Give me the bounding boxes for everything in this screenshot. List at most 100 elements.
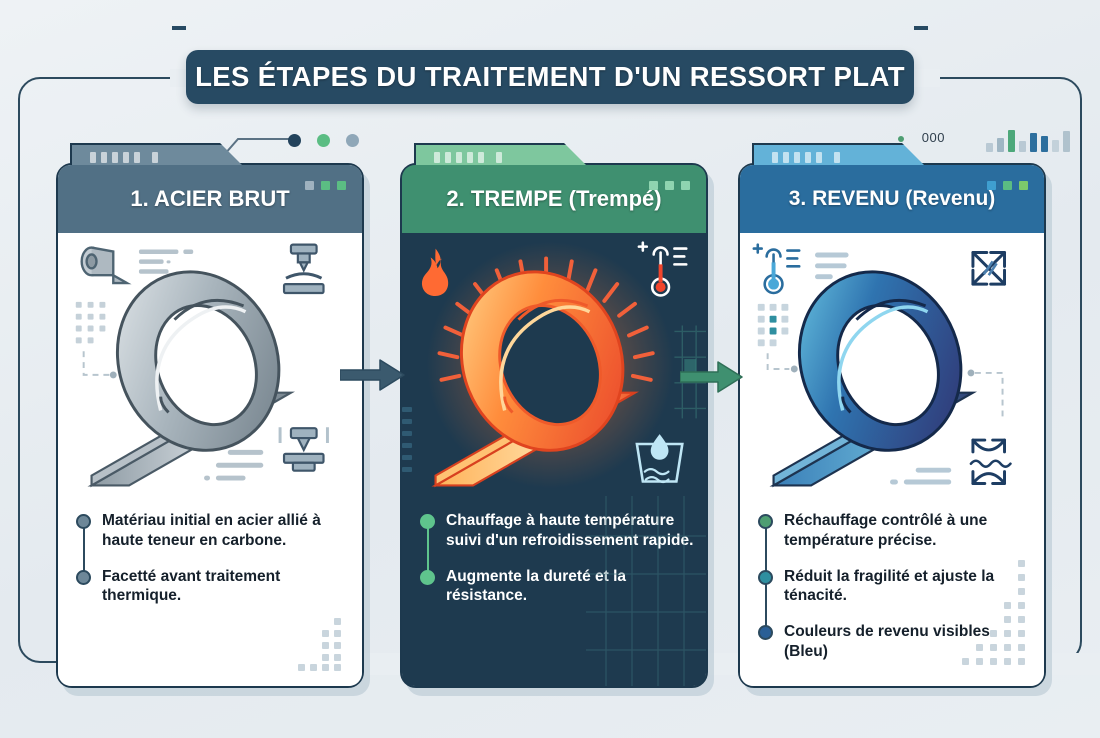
step-card-trempe[interactable]: 2. TREMPE (Trempé) — [400, 143, 708, 688]
header-status-square — [681, 181, 690, 190]
bullet-dot — [758, 514, 773, 529]
title-banner: LES ÉTAPES DU TRAITEMENT D'UN RESSORT PL… — [186, 50, 914, 104]
dashed-path-endpoint — [109, 371, 117, 379]
list-item: Facetté avant traitement thermique. — [76, 567, 350, 607]
header-status-square — [649, 181, 658, 190]
mini-bar — [1019, 141, 1026, 152]
expand-arrows-center-lines — [982, 260, 998, 276]
quench-bath-icon — [635, 434, 684, 484]
spring-ring-blue — [797, 270, 963, 452]
dashed-path-endpoint-left — [790, 365, 798, 373]
list-item: Matériau initial en acier allié à haute … — [76, 511, 350, 551]
step-card-revenu[interactable]: 3. REVENU (Revenu) — [738, 143, 1046, 688]
dot-steel — [346, 134, 359, 147]
bullet-dot — [758, 625, 773, 641]
header-status-squares — [987, 181, 1028, 190]
card-header: 3. REVENU (Revenu) — [740, 165, 1044, 233]
header-status-square — [337, 181, 346, 190]
corner-dot-grid — [962, 560, 1025, 665]
short-lines — [204, 449, 264, 481]
bullet-text: Augmente la dureté et la résistance. — [446, 567, 627, 605]
bullet-text: Matériau initial en acier allié à haute … — [102, 512, 321, 549]
card-title: 2. TREMPE (Trempé) — [446, 186, 662, 211]
card-tab-nub — [70, 143, 246, 169]
bullet-dot — [76, 514, 91, 529]
thermometer-bulb-hot — [655, 282, 666, 292]
bullet-rail — [426, 521, 429, 577]
card-body: Chauffage à haute température suivi d'un… — [402, 233, 706, 686]
corner-grid-lines — [586, 496, 706, 686]
flame-icon — [421, 248, 449, 297]
mini-indicator-dot — [898, 136, 904, 142]
mini-bar — [986, 143, 993, 152]
bullet-text: Réchauffage contrôlé à une température p… — [784, 512, 988, 549]
mini-bar — [1063, 131, 1070, 152]
header-status-square — [987, 181, 996, 190]
dashed-path — [82, 351, 110, 376]
short-lines — [890, 467, 952, 485]
dashed-path-right — [974, 371, 1004, 421]
step-card-acier-brut[interactable]: 1. ACIER BRUT — [56, 143, 364, 688]
illustration-hot-spring — [402, 233, 706, 503]
stamp-press-icon — [278, 427, 329, 472]
title-notch-right — [914, 26, 928, 30]
flex-wave-icon — [969, 438, 1012, 485]
header-status-square — [1019, 181, 1028, 190]
illustration-steel-spring — [58, 233, 362, 503]
header-status-square — [1003, 181, 1012, 190]
dot-navy — [288, 134, 301, 147]
corner-dot-grid — [298, 618, 341, 671]
bullet-text: Réduit la fragilité et ajuste la ténacit… — [784, 567, 995, 605]
placeholder-text-lines — [815, 252, 849, 280]
mini-bar — [997, 138, 1004, 152]
list-item: Couleurs de revenu visibles (Bleu) — [758, 622, 1032, 662]
status-dots — [288, 134, 359, 147]
header-status-squares — [305, 181, 346, 190]
mini-bar — [1041, 136, 1048, 152]
card-title: 3. REVENU (Revenu) — [788, 187, 996, 210]
dot-grid — [75, 301, 106, 344]
bullet-list: Réchauffage contrôlé à une température p… — [758, 511, 1032, 678]
card-body: Matériau initial en acier allié à haute … — [58, 233, 362, 686]
bullet-dot — [420, 569, 435, 585]
list-item: Réduit la fragilité et ajuste la ténacit… — [758, 567, 1032, 607]
thermometer-bulb-cool — [768, 278, 779, 290]
spring-ring-hot — [459, 270, 625, 452]
card-header: 1. ACIER BRUT — [58, 165, 362, 233]
header-status-squares — [649, 181, 690, 190]
mini-bar-chart — [986, 128, 1070, 152]
mini-bar — [1008, 130, 1015, 152]
bullet-text: Couleurs de revenu visibles (Bleu) — [784, 623, 990, 661]
placeholder-code: 000 — [921, 130, 945, 145]
title-notch-left — [172, 26, 186, 30]
illustration-blue-spring — [740, 233, 1044, 503]
dot-grid — [757, 303, 789, 347]
header-status-square — [305, 181, 314, 190]
card-header: 2. TREMPE (Trempé) — [402, 165, 706, 233]
bullet-text: Facetté avant traitement thermique. — [102, 567, 281, 605]
thermometer-mercury-cool — [771, 262, 776, 281]
card-tab-nub — [414, 143, 590, 169]
coil-roll-icon — [80, 246, 132, 285]
header-status-square — [321, 181, 330, 190]
card-tab-nub — [752, 143, 928, 169]
bullet-dot — [76, 569, 91, 585]
press-machine-icon — [282, 243, 325, 295]
header-status-square — [665, 181, 674, 190]
arrow-step2-to-step3 — [679, 360, 750, 394]
card-body: Réchauffage contrôlé à une température p… — [740, 233, 1044, 686]
list-item: Réchauffage contrôlé à une température p… — [758, 511, 1032, 551]
bullet-list: Matériau initial en acier allié à haute … — [76, 511, 350, 622]
bullet-dot — [758, 569, 773, 585]
page-title: LES ÉTAPES DU TRAITEMENT D'UN RESSORT PL… — [195, 61, 905, 92]
bullet-dot — [420, 514, 435, 529]
mini-bar — [1030, 133, 1037, 152]
list-item: Augmente la dureté et la résistance. — [420, 567, 694, 607]
mini-bar — [1052, 140, 1059, 152]
arrow-step1-to-step2 — [339, 358, 412, 392]
spring-ring — [115, 270, 281, 452]
grid-accent-block — [684, 359, 697, 381]
left-edge-ticks — [402, 407, 412, 472]
dashed-path-endpoint-right — [967, 369, 975, 377]
